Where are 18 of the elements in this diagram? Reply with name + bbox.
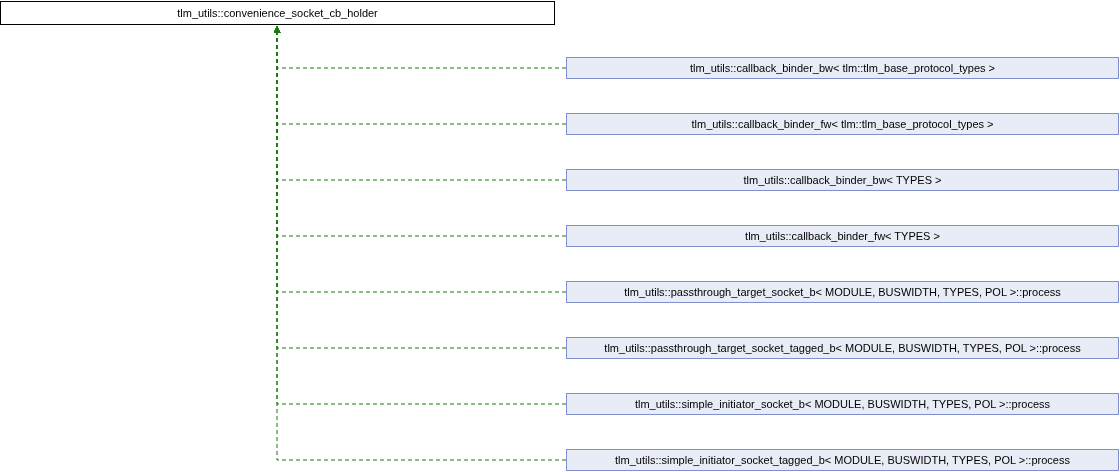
class-name: tlm_utils::passthrough_target_socket_b< MODULE, BUSWIDTH, TYPES, POL >::process bbox=[624, 286, 1061, 298]
class-name: tlm_utils::passthrough_target_socket_tagged_b< MODULE, BUSWIDTH, TYPES, POL >::process bbox=[604, 342, 1081, 354]
class-name: tlm_utils::callback_binder_bw< tlm::tlm_base_protocol_types > bbox=[689, 62, 996, 74]
class-name: tlm_utils::callback_binder_bw< TYPES > bbox=[743, 174, 942, 186]
class-name: tlm_utils::convenience_socket_cb_holder bbox=[177, 7, 378, 19]
base-class-box bbox=[0, 1, 555, 25]
derived-class-box bbox=[566, 225, 1119, 247]
derived-class-box bbox=[566, 57, 1119, 79]
class-name: tlm_utils::simple_initiator_socket_b< MODULE, BUSWIDTH, TYPES, POL >::process bbox=[634, 398, 1051, 410]
derived-class-box bbox=[566, 337, 1119, 359]
derived-class-box bbox=[566, 113, 1119, 135]
derived-class-box bbox=[566, 169, 1119, 191]
derived-class-box bbox=[566, 393, 1119, 415]
derived-class-box bbox=[566, 449, 1119, 471]
class-name: tlm_utils::callback_binder_fw< TYPES > bbox=[745, 230, 940, 242]
class-name: tlm_utils::callback_binder_fw< tlm::tlm_base_protocol_types > bbox=[691, 118, 994, 130]
class-name: tlm_utils::simple_initiator_socket_tagged_b< MODULE, BUSWIDTH, TYPES, POL >::process bbox=[615, 454, 1070, 466]
derived-class-box bbox=[566, 281, 1119, 303]
